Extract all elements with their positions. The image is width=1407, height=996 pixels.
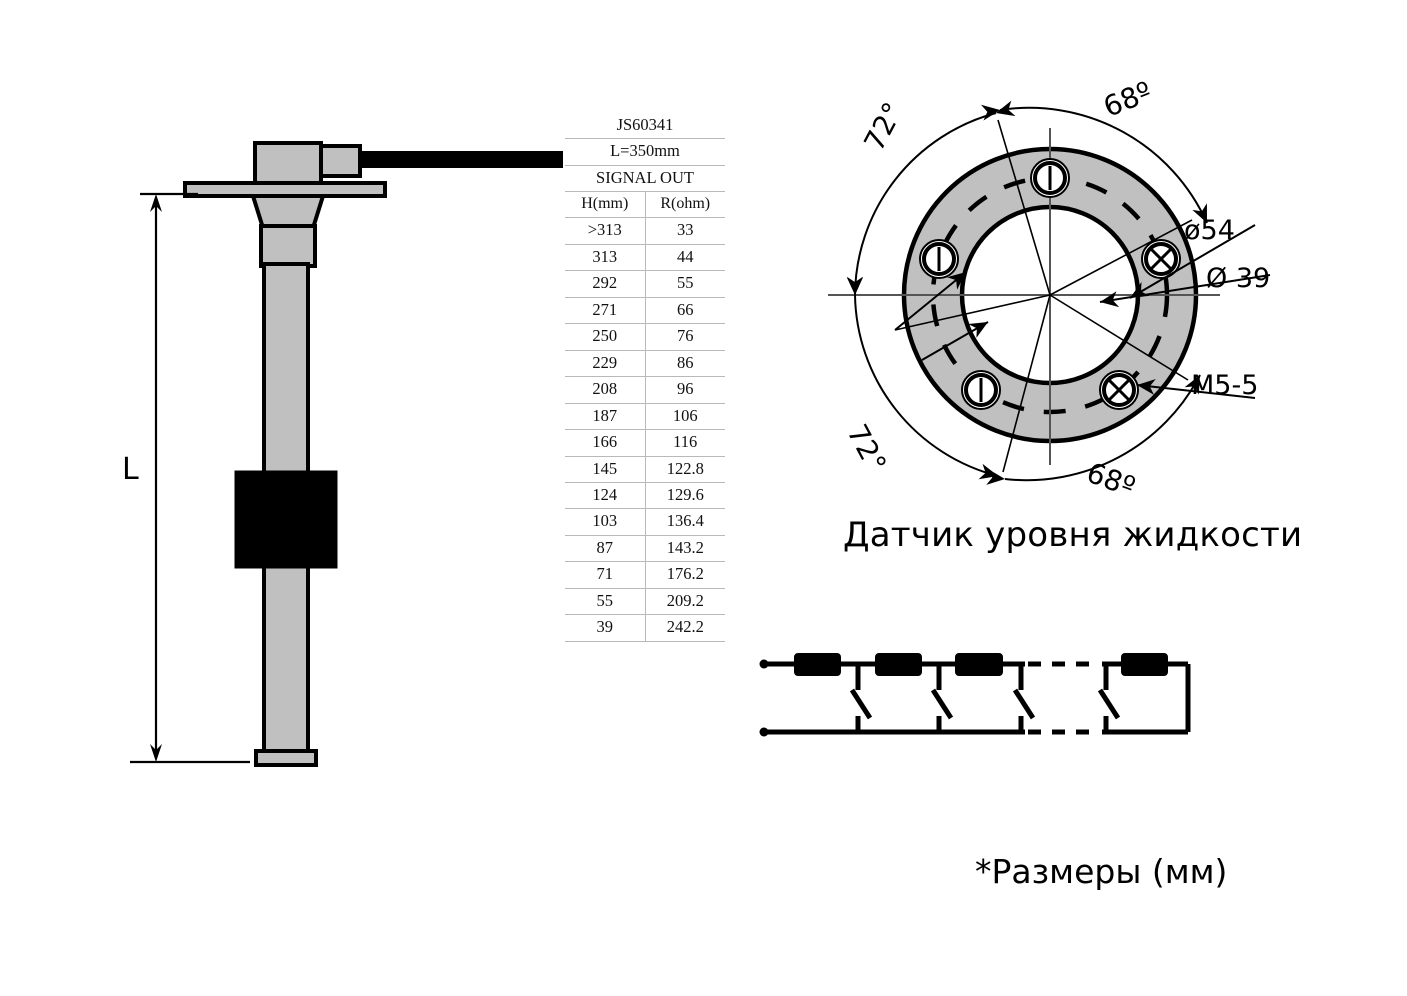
sensor-side-view <box>130 141 563 767</box>
table-cell-r: 122.8 <box>644 456 725 484</box>
terminal-bottom <box>759 727 769 737</box>
inner-diameter-label: Ø 39 <box>1206 263 1271 294</box>
leader-lines <box>894 224 1271 399</box>
bolt-hole-lower-right <box>1099 370 1139 410</box>
table-cell-h: 229 <box>565 350 645 378</box>
leader-inner-left <box>921 321 989 361</box>
table-cell-r: 33 <box>644 217 725 245</box>
switch-blade-2 <box>930 688 954 720</box>
table-cell-h: 313 <box>565 244 645 272</box>
table-cell-r: 116 <box>644 429 725 457</box>
arc-68-bottom <box>986 374 1201 485</box>
resistor-3 <box>955 653 1003 676</box>
length-label: L <box>122 452 139 487</box>
table-cell-r: 66 <box>644 297 725 325</box>
switch-blade-4 <box>1097 688 1121 720</box>
bolt-hole-top <box>1030 158 1070 198</box>
table-header-r: R(ohm) <box>644 191 725 219</box>
flange-top-view <box>828 100 1271 485</box>
leader-d54 <box>1129 224 1256 299</box>
table-cell-h: 87 <box>565 535 645 563</box>
table-cell-h: 124 <box>565 482 645 510</box>
bolt-hole-upper-right <box>1141 239 1181 279</box>
table-cell-h: 145 <box>565 456 645 484</box>
arrowhead-down <box>150 744 162 762</box>
table-cell-r: 55 <box>644 270 725 298</box>
table-cell-r: 129.6 <box>644 482 725 510</box>
leader-bolt-left <box>894 271 967 331</box>
table-cell-r: 86 <box>644 350 725 378</box>
table-length: L=350mm <box>565 138 725 166</box>
table-cell-r: 44 <box>644 244 725 272</box>
arc-72-left <box>847 100 1016 296</box>
arc-68-top <box>981 104 1208 224</box>
table-cell-h: 250 <box>565 323 645 351</box>
thread-spec-label: M5-5 <box>1191 370 1259 401</box>
switch-blade-1 <box>849 688 873 720</box>
table-cell-h: >313 <box>565 217 645 245</box>
resistor-ladder-schematic <box>759 653 1191 737</box>
table-cell-h: 292 <box>565 270 645 298</box>
table-cell-h: 71 <box>565 561 645 589</box>
bolt-hole-left <box>919 239 959 279</box>
sensor-cable <box>346 151 563 168</box>
units-note: *Размеры (мм) <box>975 852 1228 891</box>
radial-line-4 <box>1049 294 1189 381</box>
table-cell-r: 242.2 <box>644 614 725 642</box>
table-header-h: H(mm) <box>565 191 645 219</box>
table-cell-h: 39 <box>565 614 645 642</box>
arrowhead-up <box>150 194 162 212</box>
leader-m55 <box>1136 379 1256 399</box>
sensor-neck <box>250 194 326 230</box>
table-cell-h: 271 <box>565 297 645 325</box>
length-dimension <box>130 192 250 764</box>
table-cell-h: 208 <box>565 376 645 404</box>
switch-blade-3 <box>1012 688 1036 720</box>
outer-diameter-label: ø54 <box>1184 215 1235 246</box>
table-cell-h: 103 <box>565 508 645 536</box>
resistors <box>794 653 1168 676</box>
arc-72-left-lower <box>846 276 999 480</box>
terminals <box>759 659 769 737</box>
terminal-top <box>759 659 769 669</box>
resistor-1 <box>794 653 841 676</box>
bolt-hole-lower-left <box>961 370 1001 410</box>
table-cell-h: 55 <box>565 588 645 616</box>
table-cell-r: 106 <box>644 403 725 431</box>
table-model: JS60341 <box>565 113 725 140</box>
table-cell-r: 176.2 <box>644 561 725 589</box>
table-cell-h: 166 <box>565 429 645 457</box>
radial-line-3 <box>1049 219 1193 296</box>
sensor-bottom-stop <box>254 749 318 767</box>
table-cell-r: 143.2 <box>644 535 725 563</box>
sensor-connector <box>316 144 362 178</box>
table-cell-r: 136.4 <box>644 508 725 536</box>
table-signal: SIGNAL OUT <box>565 165 725 193</box>
flange-caption: Датчик уровня жидкости <box>843 515 1303 555</box>
dimension-arcs <box>846 100 1208 485</box>
table-cell-r: 76 <box>644 323 725 351</box>
sensor-float <box>234 470 338 569</box>
leader-d39 <box>1099 274 1271 308</box>
table-cell-h: 187 <box>565 403 645 431</box>
table-cell-r: 96 <box>644 376 725 404</box>
table-cell-r: 209.2 <box>644 588 725 616</box>
sensor-tube-upper <box>259 224 317 268</box>
resistor-2 <box>875 653 922 676</box>
resistor-n <box>1121 653 1168 676</box>
